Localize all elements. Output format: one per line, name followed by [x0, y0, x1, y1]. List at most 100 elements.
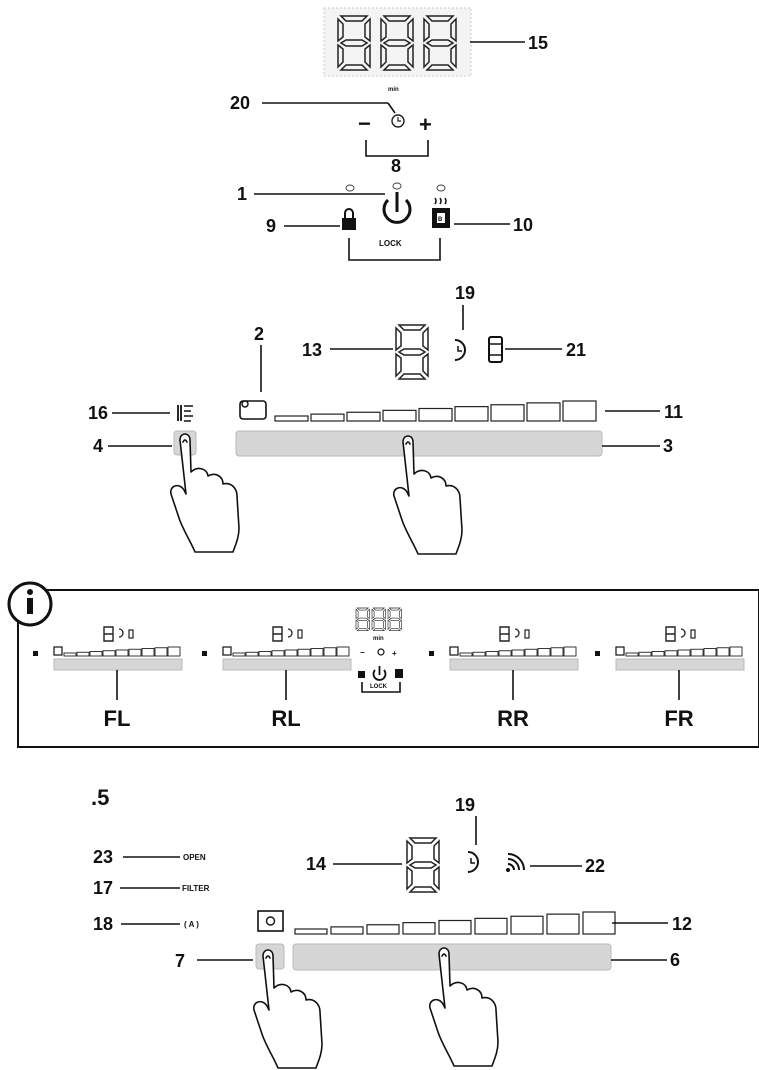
power-level-cell: [526, 402, 561, 422]
power-level-cell: [582, 911, 616, 935]
power-level-cell: [366, 924, 400, 935]
power-level-cell: [402, 922, 436, 935]
power-level-cell: [474, 917, 508, 935]
hood-power-display: [406, 837, 440, 893]
zone-mini-display: [103, 626, 114, 642]
zone-mini-bridge-icon: [524, 629, 530, 639]
zone-mini-cell: [664, 650, 678, 657]
zone-mini-cell: [297, 648, 311, 657]
info-icon: [7, 581, 53, 627]
filter-label[interactable]: FILTER: [182, 884, 210, 893]
info-minus: −: [360, 648, 365, 657]
pause-timer-icon[interactable]: [467, 851, 479, 873]
zone-select-icon: [177, 405, 193, 422]
callout-2: 2: [254, 324, 264, 344]
callout-16: 16: [88, 403, 108, 423]
zone-mini-cell: [625, 652, 639, 657]
zone-mini-display: [665, 626, 676, 642]
callout-4: 4: [93, 436, 103, 456]
zone-mini-cell: [271, 650, 285, 657]
power-level-cell: [490, 404, 525, 422]
timer-plus-button[interactable]: +: [419, 112, 432, 137]
timer-clock-icon[interactable]: [391, 114, 405, 128]
zone-mini-cell: [89, 651, 103, 657]
leader-line: [387, 102, 396, 114]
zone-mini-indicator: [449, 646, 459, 656]
zone-dot: [33, 651, 38, 656]
lock-icon[interactable]: [342, 208, 356, 230]
callout-15: 15: [528, 33, 548, 53]
zone-mini-cell: [511, 649, 525, 657]
zone-mini-slider: [449, 658, 579, 671]
section-marker: .5: [91, 785, 109, 810]
power-level-cell: [294, 928, 328, 935]
zone-mini-cell: [128, 648, 142, 657]
power-level-display: [395, 324, 429, 380]
callout-20: 20: [230, 93, 250, 113]
zone-mini-cell: [498, 650, 512, 657]
callout-13: 13: [302, 340, 322, 360]
power-level-cell: [438, 919, 472, 935]
pot-boost-icon[interactable]: B: [432, 197, 450, 228]
zone-mini-cell: [690, 648, 704, 657]
hand-pointer-icon: [169, 433, 240, 553]
callout-10: 10: [513, 215, 533, 235]
info-min-label: min: [373, 636, 384, 642]
info-box: [17, 589, 759, 748]
lock-bracket: [348, 238, 441, 261]
power-level-cell: [510, 915, 544, 935]
open-label[interactable]: OPEN: [183, 853, 206, 862]
min-label: min: [388, 87, 399, 93]
power-level-cell: [382, 409, 417, 422]
bridge-icon[interactable]: [488, 336, 503, 363]
power-level-cell: [346, 411, 381, 422]
zone-mini-cell: [102, 650, 116, 657]
auto-label[interactable]: ( A ): [184, 920, 199, 929]
zone-mini-display: [272, 626, 283, 642]
zone-mini-cell: [729, 646, 743, 657]
wifi-signal-icon: [506, 853, 525, 872]
pause-timer-icon[interactable]: [454, 339, 466, 361]
zone-mini-cell: [563, 646, 577, 657]
info-plus: +: [392, 649, 397, 658]
zone-mini-indicator: [53, 646, 63, 656]
zone-mini-cell: [336, 646, 350, 657]
callout-21: 21: [566, 340, 586, 360]
info-central-controls: min − + LOCK: [355, 607, 403, 693]
hood-slider-bar[interactable]: [292, 943, 612, 971]
callout-7: 7: [175, 951, 185, 971]
callout-6: 6: [670, 950, 680, 970]
zone-mini-cell: [63, 652, 77, 657]
callout-9: 9: [266, 216, 276, 236]
zone-mini-cell: [524, 648, 538, 657]
zone-mini-cell: [245, 651, 259, 657]
zone-mini-cell: [537, 648, 551, 657]
slider-bar[interactable]: [235, 430, 603, 457]
power-level-cell: [274, 415, 309, 422]
hood-zone-indicator: [257, 910, 284, 932]
zone-mini-slider: [222, 658, 352, 671]
zone-mini-timer-icon: [514, 628, 520, 638]
timer-minus-button[interactable]: −: [358, 111, 371, 136]
zone-mini-cell: [651, 651, 665, 657]
zone-mini-cell: [472, 651, 486, 657]
bracket-8: [365, 140, 429, 157]
callout-14: 14: [306, 854, 326, 874]
zone-mini-cell: [459, 652, 473, 657]
callout-1: 1: [237, 184, 247, 204]
callout-23: 23: [93, 847, 113, 867]
power-icon[interactable]: [382, 192, 412, 224]
callout-11: 11: [664, 402, 683, 422]
zone-mini-indicator: [222, 646, 232, 656]
zone-mini-cell: [703, 648, 717, 657]
timer-display: [323, 7, 472, 77]
zone-mini-cell: [115, 649, 129, 657]
callout-18: 18: [93, 914, 113, 934]
zone-dot: [595, 651, 600, 656]
power-level-bars: [274, 400, 597, 422]
zone-mini-cell: [141, 648, 155, 657]
zone-mini-slider: [53, 658, 183, 671]
power-level-cell: [562, 400, 597, 422]
zone-mini-cell: [323, 647, 337, 657]
power-level-cell: [454, 406, 489, 422]
